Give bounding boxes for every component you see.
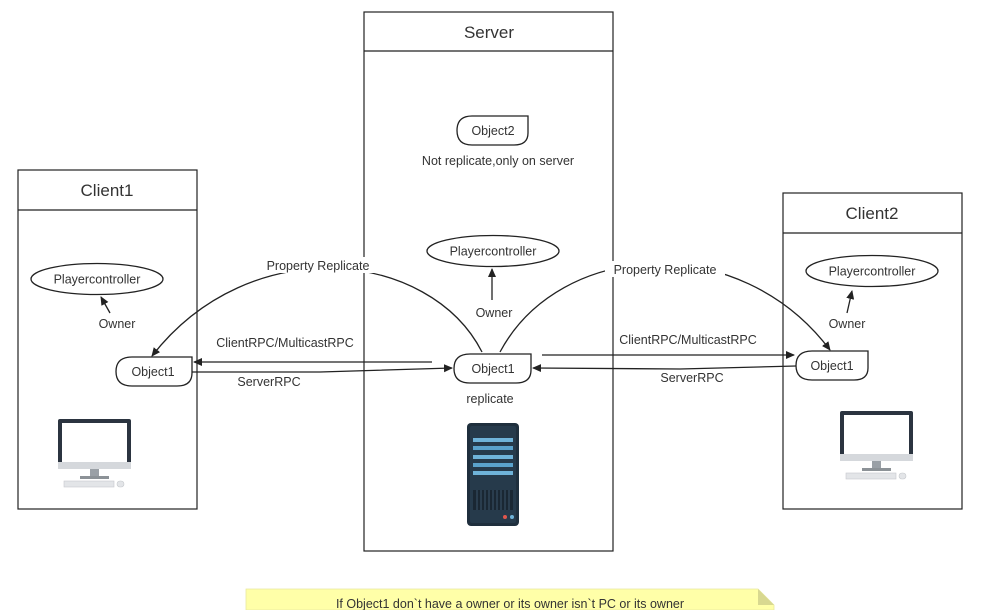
server-rpc-left-label: ServerRPC [237,375,300,389]
client2-playercontroller-node: Playercontroller [805,254,939,288]
client1-object1-node: Object1 [115,356,193,387]
server-object1-node: Object1 [453,353,532,384]
object2-note: Not replicate,only on server [422,154,574,168]
server-rpc-right-label: ServerRPC [660,371,723,385]
client1-object1-label: Object1 [131,365,174,379]
client2-title: Client2 [846,204,899,223]
object2-label: Object2 [471,124,514,138]
server-owner-label: Owner [476,306,513,320]
property-replicate-right-label: Property Replicate [614,263,717,277]
server-playercontroller-node: Playercontroller [426,234,560,268]
client1-owner-arrow [100,296,111,314]
client2-playercontroller-label: Playercontroller [829,265,916,279]
client-rpc-left-label: ClientRPC/MulticastRPC [216,336,354,350]
client1-owner-label: Owner [99,317,136,331]
server-title: Server [464,23,514,42]
client1-playercontroller-node: Playercontroller [30,262,164,296]
client2-owner-label: Owner [829,317,866,331]
client2-object1-label: Object1 [810,359,853,373]
client1-title: Client1 [81,181,134,200]
sticky-note: If Object1 don`t have a owner or its own… [245,588,775,610]
client2-computer-icon [840,411,913,480]
client-rpc-right-label: ClientRPC/MulticastRPC [619,333,757,347]
client2-object1-node: Object1 [795,350,869,381]
note-text: If Object1 don`t have a owner or its own… [336,597,684,610]
property-replicate-right-label-bg [605,261,725,277]
server-replicate-label: replicate [466,392,513,406]
server-playercontroller-label: Playercontroller [450,245,537,259]
client2-owner-arrow [846,290,855,314]
server-rpc-left-arrow [192,364,453,373]
property-replicate-left-label: Property Replicate [267,259,370,273]
property-replicate-left-label-bg [258,257,378,273]
server-rack-icon [467,423,519,526]
object2-node: Object2 [456,115,529,146]
client1-playercontroller-label: Playercontroller [54,273,141,287]
server-rpc-right-arrow [532,364,797,373]
client1-computer-icon [58,419,131,488]
server-object1-label: Object1 [471,362,514,376]
